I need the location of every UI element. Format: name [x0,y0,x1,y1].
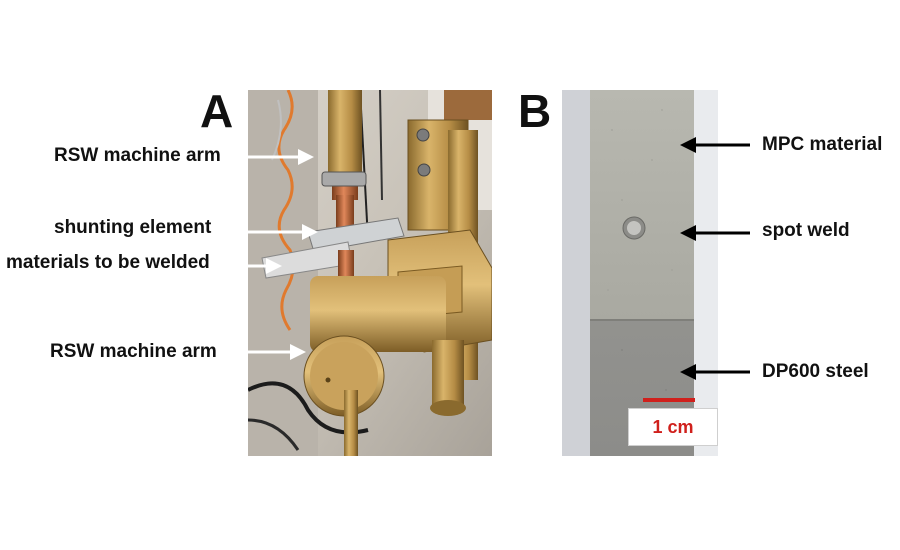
label-spot-weld: spot weld [762,220,850,241]
scale-bar [643,398,695,402]
label-materials-welded: materials to be welded [6,252,210,273]
scale-bar-box: 1 cm [628,408,718,446]
label-rsw-arm-top: RSW machine arm [54,145,221,166]
panel-a-photo [248,90,492,456]
label-dp600-steel: DP600 steel [762,361,869,382]
panel-a-arrows [244,149,318,360]
scale-bar-label: 1 cm [652,417,694,437]
panel-a-letter: A [200,85,234,137]
panel-b-letter: B [518,85,552,137]
label-mpc-material: MPC material [762,134,883,155]
panel-b-arrows [680,137,750,380]
label-shunting-element: shunting element [54,217,212,238]
scale-bar-line [643,398,695,402]
panel-b-photo [562,90,718,456]
label-rsw-arm-bottom: RSW machine arm [50,341,217,362]
